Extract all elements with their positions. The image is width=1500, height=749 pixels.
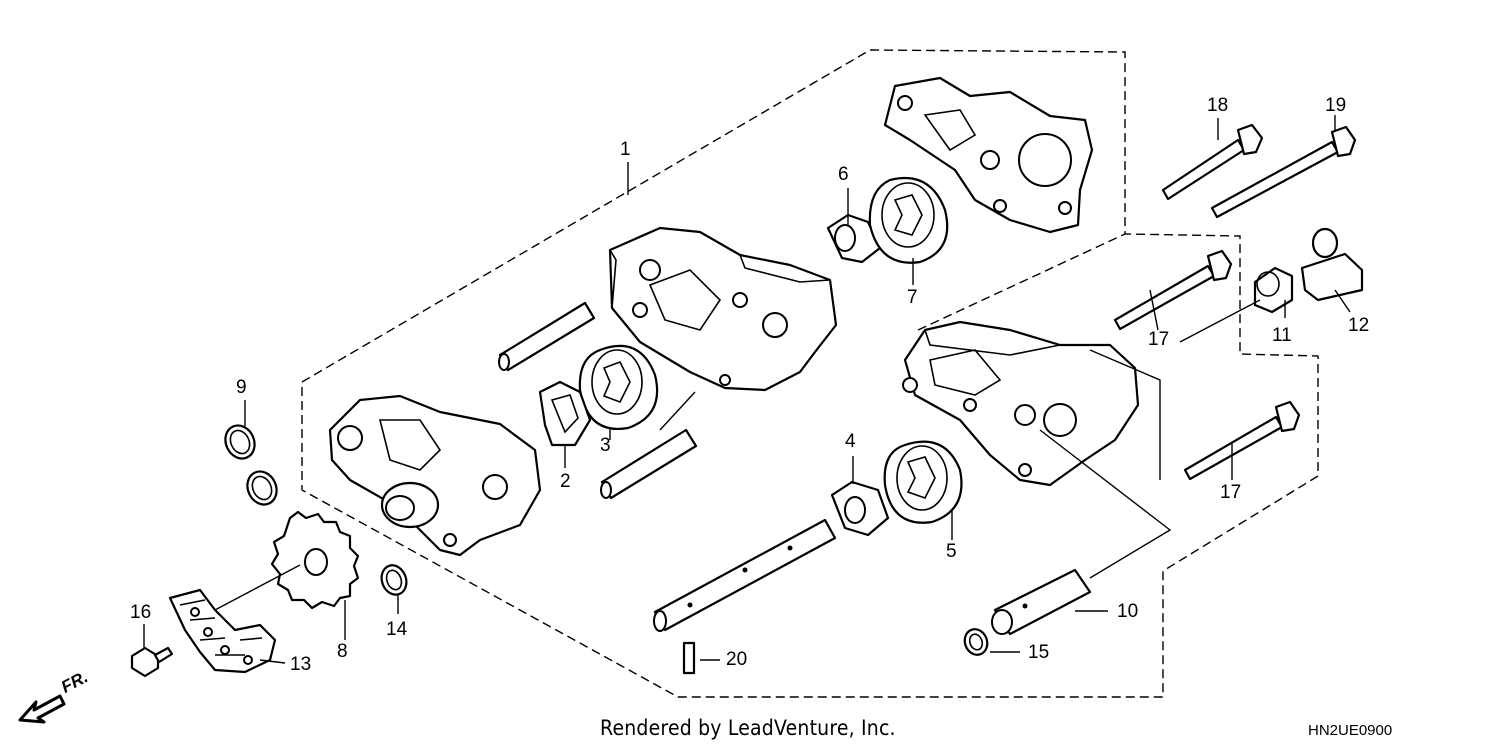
callout-15: 15 bbox=[1028, 642, 1050, 663]
part-bolt-18 bbox=[1161, 123, 1264, 201]
part-dowel-pin-lower bbox=[600, 428, 698, 500]
callout-12: 12 bbox=[1348, 315, 1370, 336]
inner-outline bbox=[917, 233, 1126, 331]
leader-lines bbox=[143, 115, 1351, 664]
diagram-code: HN2UE0900 bbox=[1308, 722, 1393, 739]
callout-1: 1 bbox=[620, 139, 631, 160]
part-sprocket bbox=[270, 510, 360, 610]
part-bracket bbox=[1300, 227, 1364, 302]
callout-19: 19 bbox=[1325, 95, 1347, 116]
assembly-outline bbox=[301, 49, 1319, 698]
part-o-ring-pair bbox=[224, 424, 278, 506]
callout-16: 16 bbox=[130, 602, 152, 623]
part-collar bbox=[1253, 266, 1294, 314]
callout-20: 20 bbox=[726, 649, 748, 670]
callout-8: 8 bbox=[337, 641, 348, 662]
callout-3: 3 bbox=[600, 435, 611, 456]
part-shaft bbox=[653, 518, 837, 632]
part-inner-rotor bbox=[538, 380, 592, 447]
callout-4: 4 bbox=[845, 431, 856, 452]
callout-17-upper: 17 bbox=[1148, 329, 1170, 350]
callout-5: 5 bbox=[946, 541, 957, 562]
part-pin-20 bbox=[682, 641, 696, 675]
part-rotor-upper bbox=[868, 176, 949, 264]
arrow-icon bbox=[18, 694, 66, 724]
part-dowel-pin-upper bbox=[498, 301, 596, 372]
part-pump-cover-left bbox=[328, 394, 542, 557]
callout-14: 14 bbox=[386, 619, 408, 640]
part-bolt-17-upper bbox=[1113, 249, 1233, 331]
callout-6: 6 bbox=[838, 164, 849, 185]
callout-17-lower: 17 bbox=[1220, 482, 1242, 503]
render-credit: Rendered by LeadVenture, Inc. bbox=[600, 716, 896, 740]
part-gasket-plate bbox=[883, 76, 1094, 234]
callout-11: 11 bbox=[1272, 325, 1292, 346]
callout-7: 7 bbox=[907, 287, 918, 308]
callout-13: 13 bbox=[290, 654, 312, 675]
callout-10: 10 bbox=[1117, 601, 1139, 622]
part-chain bbox=[168, 588, 277, 674]
part-bolt-17-lower bbox=[1183, 400, 1301, 481]
part-pump-body-lower bbox=[902, 320, 1140, 487]
callout-9: 9 bbox=[236, 377, 247, 398]
callout-2: 2 bbox=[560, 471, 571, 492]
part-ring-15 bbox=[963, 628, 989, 656]
part-bolt-19 bbox=[1210, 125, 1357, 219]
part-ring-14 bbox=[380, 564, 408, 596]
part-bolt-small bbox=[130, 646, 174, 678]
part-sleeve bbox=[991, 568, 1092, 636]
part-pump-body-upper bbox=[608, 226, 838, 392]
part-rotor-lower bbox=[883, 440, 963, 524]
part-rotor-mid bbox=[578, 344, 659, 431]
callout-18: 18 bbox=[1207, 95, 1229, 116]
part-key-lower bbox=[830, 480, 890, 537]
